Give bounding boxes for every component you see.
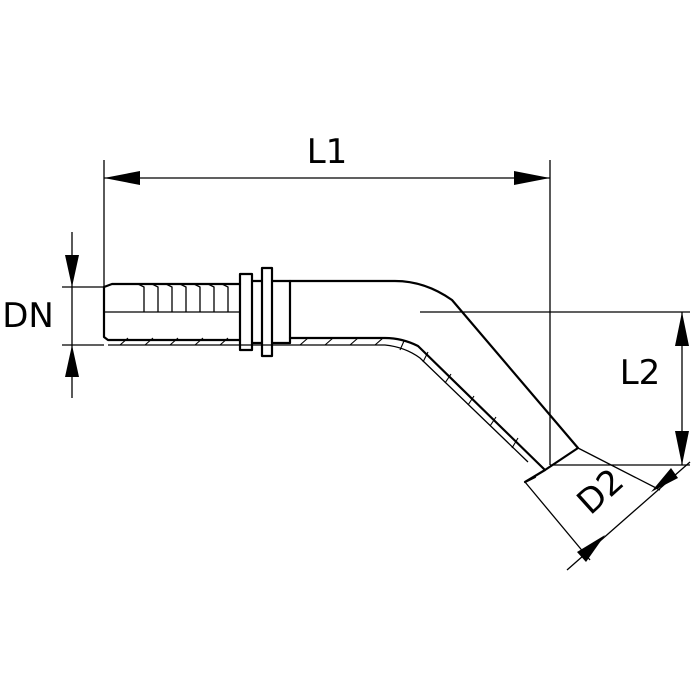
dimension-d2: D2 <box>566 461 691 571</box>
arrow-head <box>65 255 79 287</box>
label-dn: DN <box>2 296 54 336</box>
arrow-head <box>577 535 605 562</box>
arrow-head <box>675 431 689 465</box>
label-l2: L2 <box>620 353 661 393</box>
section-hatching <box>119 337 519 449</box>
arrow-head <box>675 312 689 346</box>
arrow-head <box>65 345 79 377</box>
fitting-body <box>102 266 580 484</box>
hose-tail-barbs <box>137 283 229 312</box>
dimension-dn: DN <box>2 232 79 398</box>
collar-flange <box>238 266 292 358</box>
arrow-head <box>514 171 550 185</box>
tube-end-face <box>523 468 547 484</box>
arrow-head <box>104 171 140 185</box>
inner-bore-line <box>108 344 529 463</box>
extension-lines <box>62 160 690 561</box>
bent-tube-outline <box>288 279 580 472</box>
dimension-l2: L2 <box>620 312 689 465</box>
dimension-l1: L1 <box>104 132 550 185</box>
arrow-head <box>651 468 678 492</box>
label-l1: L1 <box>307 132 348 172</box>
